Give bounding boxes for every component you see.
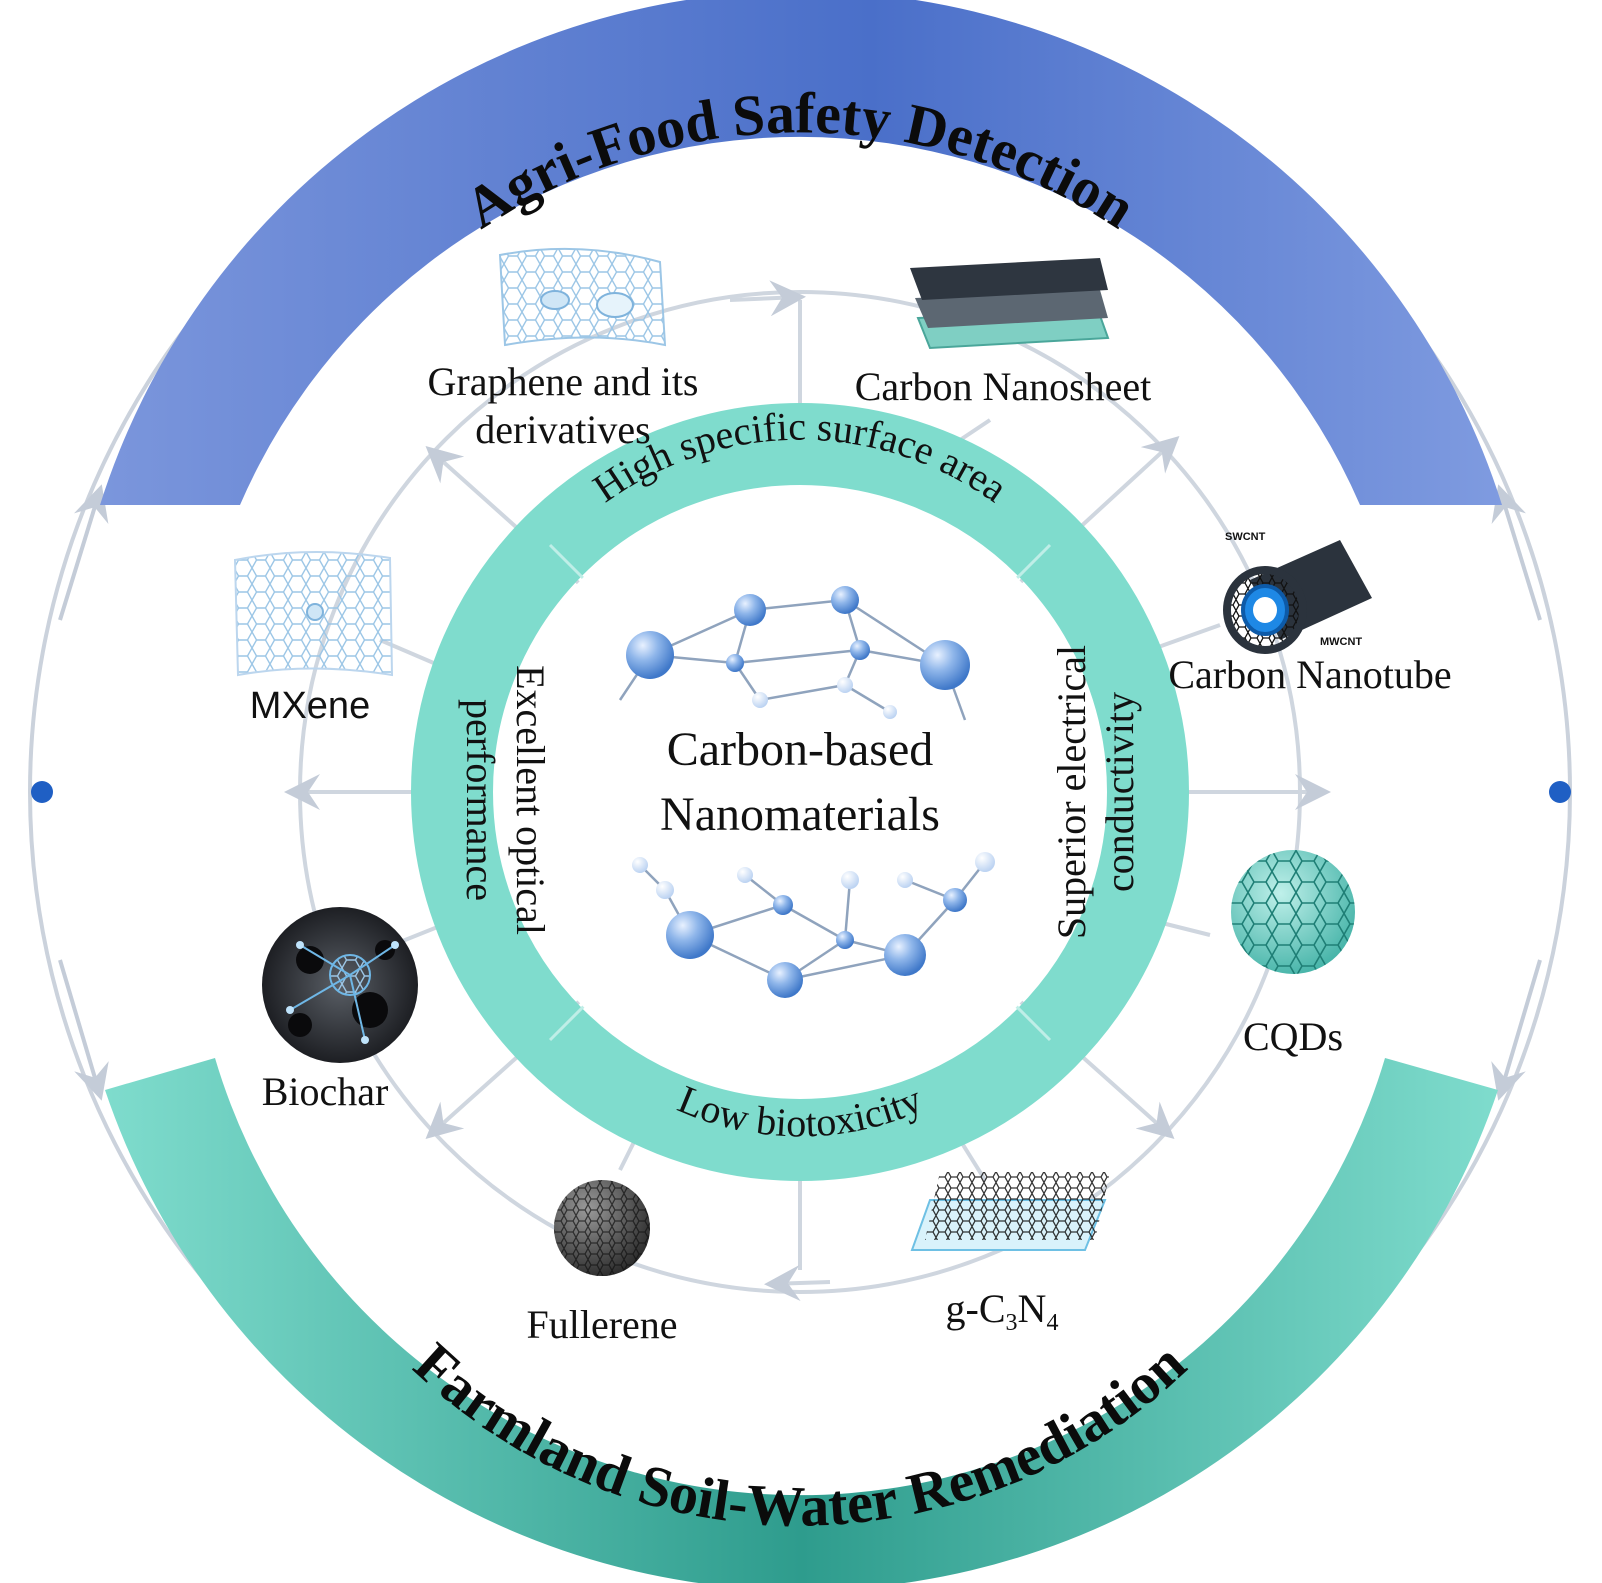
property-ring (411, 403, 1189, 1181)
property-right-line1: Superior electrical (1049, 645, 1094, 939)
property-left-line2: performance (458, 699, 503, 901)
molecule-top-atoms (626, 586, 970, 719)
fullerene-label: Fullerene (526, 1302, 677, 1347)
bottom-arc-band (105, 1058, 1498, 1583)
mxene-label: MXene (250, 685, 370, 727)
graphene-illustration (498, 247, 667, 347)
nanosheet-label: Carbon Nanosheet (855, 364, 1152, 409)
graphene-label-line2: derivatives (475, 407, 651, 452)
cqds-illustration (1231, 850, 1355, 974)
center-title-line1: Carbon-based (667, 723, 934, 776)
biochar-illustration (262, 907, 418, 1063)
molecule-bottom-atoms (632, 852, 995, 998)
nanotube-label: Carbon Nanotube (1168, 652, 1451, 697)
flow-arrows (729, 280, 831, 1301)
mwcnt-label: MWCNT (1320, 636, 1362, 648)
fullerene-illustration (554, 1180, 650, 1276)
property-left-line1: Excellent optical (508, 665, 553, 935)
gc3n4-label: g-C3N4 (946, 1286, 1059, 1336)
outer-arrow-right-down (1491, 959, 1542, 1101)
nanotube-illustration (1223, 540, 1372, 654)
outer-arrow-right-up (1491, 484, 1542, 621)
gc3n4-illustration (910, 1172, 1110, 1251)
property-right: Superior electrical conductivity (1049, 645, 1142, 939)
outer-dot-left (31, 781, 53, 803)
graphene-label-line1: Graphene and its (427, 359, 698, 404)
outer-arrow-left-down (58, 959, 109, 1101)
nanosheet-illustration (910, 258, 1110, 350)
swcnt-label: SWCNT (1225, 531, 1266, 543)
property-right-line2: conductivity (1097, 692, 1142, 892)
outer-arrow-left-up (58, 484, 109, 621)
property-left: Excellent optical performance (458, 665, 553, 935)
center-title-line2: Nanomaterials (660, 788, 940, 841)
mxene-illustration (233, 550, 394, 677)
biochar-label: Biochar (262, 1069, 389, 1114)
top-arc-band (100, 0, 1502, 505)
outer-dot-right (1549, 781, 1571, 803)
cqds-label: CQDs (1243, 1014, 1343, 1059)
